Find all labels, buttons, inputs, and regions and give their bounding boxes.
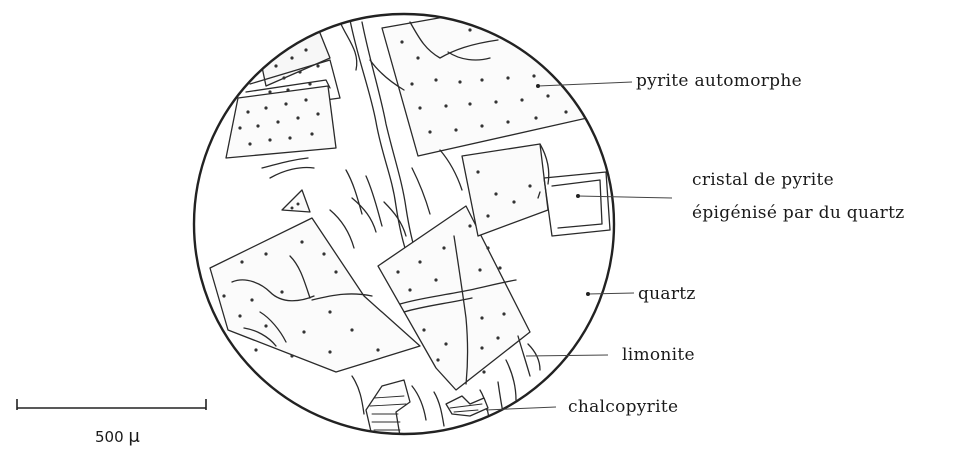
chalcopyrite-grains [366, 380, 488, 436]
scale-bar-label: 500 μ [95, 426, 140, 447]
leader-limonite [526, 355, 608, 356]
label-chalcopyrite: chalcopyrite [568, 397, 678, 417]
scale-bar [17, 399, 206, 410]
leader-quartz [588, 293, 634, 294]
pyrite-crystal-right [462, 144, 548, 236]
label-limonite: limonite [622, 345, 695, 365]
scale-bar-unit: μ [128, 426, 139, 447]
pyrite-crystal-lower-left [210, 218, 420, 372]
leader-chalcopyrite [486, 407, 556, 410]
label-quartz: quartz [638, 284, 696, 304]
pyrite-crystal-left [226, 80, 336, 212]
label-pyrite-automorphe: pyrite automorphe [636, 71, 802, 91]
scale-bar-value: 500 [95, 428, 124, 446]
label-cristal-line2: épigénisé par du quartz [692, 203, 904, 223]
label-cristal-line1: cristal de pyrite [692, 170, 834, 190]
leader-cristal [578, 196, 672, 198]
pyrite-crystal-top-right [382, 16, 596, 156]
